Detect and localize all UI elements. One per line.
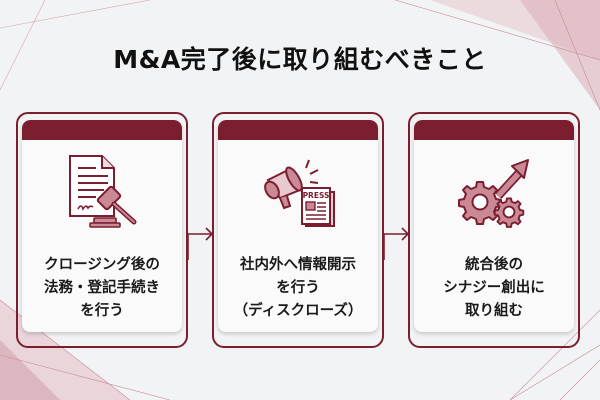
step-2-frame — [212, 112, 384, 348]
step-1-frame — [16, 112, 188, 348]
step-3-frame — [408, 112, 580, 348]
step-2-description: 社内外へ情報開示 を行う （ディスクローズ） — [218, 254, 378, 323]
step-2-line-2: を行う — [276, 280, 320, 296]
step-1-line-3: を行う — [80, 303, 124, 319]
step-2-line-3: （ディスクローズ） — [233, 303, 363, 319]
step-2-line-1: 社内外へ情報開示 — [240, 257, 356, 273]
step-1-line-2: 法務・登記手続き — [44, 280, 160, 296]
step-card-1: クロージング後の 法務・登記手続き を行う — [22, 120, 182, 332]
step-1-description: クロージング後の 法務・登記手続き を行う — [22, 254, 182, 323]
step-3-line-1: 統合後の — [465, 257, 523, 273]
page-title: M&A完了後に取り組むべきこと — [113, 45, 487, 74]
step-card-3: 統合後の シナジー創出に 取り組む — [414, 120, 574, 332]
card-header-bar — [218, 120, 378, 140]
step-3-description: 統合後の シナジー創出に 取り組む — [414, 254, 574, 323]
step-3-line-2: シナジー創出に — [443, 280, 545, 296]
step-3-line-3: 取り組む — [465, 303, 523, 319]
press-label: PRESS — [303, 191, 330, 200]
card-header-bar — [22, 120, 182, 140]
step-1-line-1: クロージング後の — [44, 257, 160, 273]
step-card-2: PRESS 社内外へ情報開示 を行う （ディスクローズ） — [218, 120, 378, 332]
legal-document-gavel-icon — [69, 155, 137, 228]
megaphone-press-icon: PRESS — [264, 159, 335, 227]
card-header-bar — [414, 120, 574, 140]
gears-growth-arrow-icon — [458, 159, 529, 228]
